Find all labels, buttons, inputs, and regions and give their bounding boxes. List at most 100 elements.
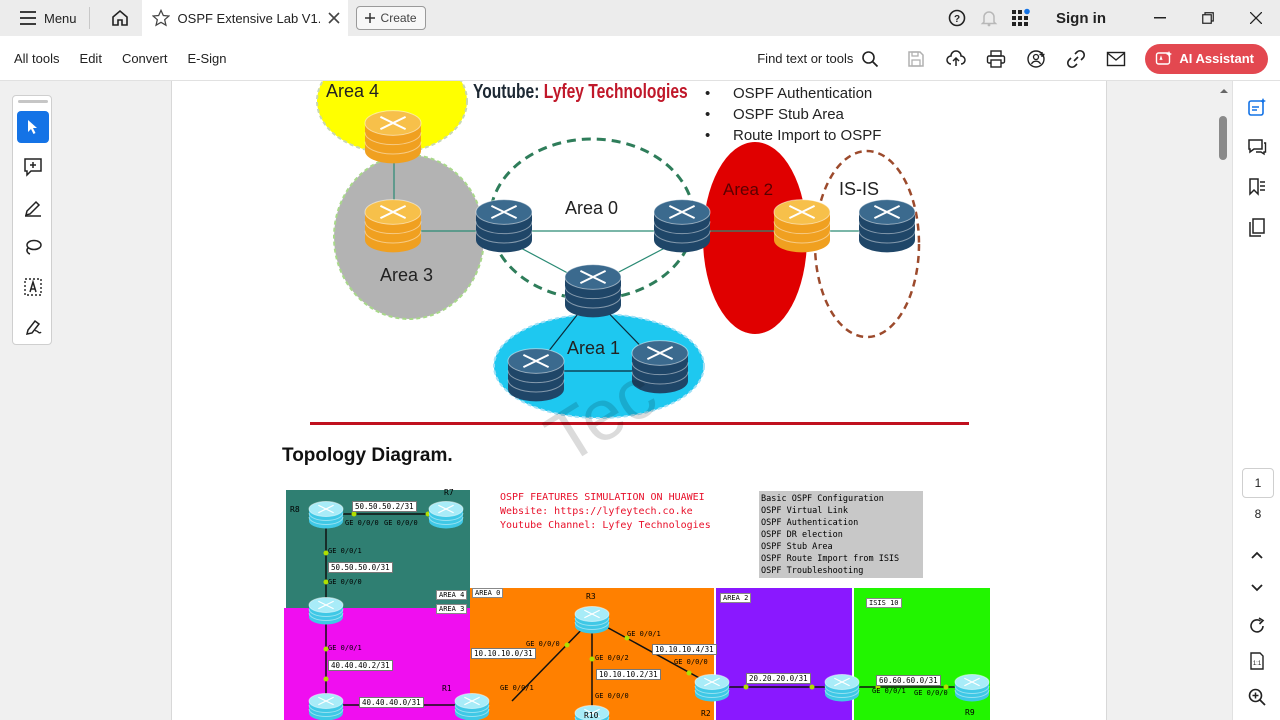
sign-in-link[interactable]: Sign in [1056, 9, 1106, 27]
fit-page-icon[interactable]: 1:1 [1245, 649, 1269, 673]
link-label-1: 50.50.50.2/31 [352, 501, 417, 512]
home-icon [111, 9, 128, 26]
router-icon-area4 [364, 110, 422, 164]
feature-item: Basic OSPF Configuration [761, 494, 884, 504]
convert-menu[interactable]: Convert [121, 50, 168, 66]
menu-button[interactable]: Menu [14, 4, 83, 32]
topo-router-r6 [824, 674, 860, 702]
help-icon[interactable]: ? [944, 5, 970, 31]
router-label-r1: R1 [442, 684, 452, 693]
bookmarks-icon[interactable] [1245, 175, 1269, 199]
link-label-6: 10.10.10.4/31 [652, 644, 717, 655]
search-icon[interactable] [861, 50, 879, 68]
star-icon[interactable] [151, 9, 170, 27]
close-window-button[interactable] [1232, 0, 1280, 36]
save-icon[interactable] [903, 46, 929, 72]
port-label: GE 0/0/1 [328, 547, 362, 555]
restore-icon [1202, 12, 1214, 24]
restore-button[interactable] [1184, 0, 1232, 36]
ai-assistant-button[interactable]: AI Assistant [1145, 43, 1268, 74]
link-label-2: 50.50.50.0/31 [328, 562, 393, 573]
ai-summary-icon[interactable] [1245, 95, 1269, 119]
feature-item: OSPF Troubleshooting [761, 566, 864, 576]
topo-router-r7 [428, 501, 464, 529]
text-tool[interactable] [17, 271, 49, 303]
minimize-button[interactable] [1136, 0, 1184, 36]
topo-router-r2 [694, 674, 730, 702]
comments-icon[interactable] [1245, 135, 1269, 159]
youtube-heading: Youtube: Lyfey Technologies [473, 81, 688, 104]
feature-item: OSPF Authentication [761, 518, 859, 528]
router-icon-abr-left [475, 199, 533, 253]
features-bullets: •OSPF Authentication •OSPF Stub Area •Ro… [705, 83, 881, 146]
text-box-icon [24, 278, 42, 296]
share-user-icon[interactable] [1023, 46, 1049, 72]
pages-icon[interactable] [1245, 215, 1269, 239]
router-icon-area1-left [507, 348, 565, 402]
area3-label: Area 3 [380, 265, 434, 285]
router-label-r2: R2 [701, 709, 711, 718]
rotate-icon[interactable] [1245, 614, 1269, 638]
topo-tag-isis: ISIS 10 [866, 598, 902, 608]
port-label: GE 0/0/0 [345, 519, 379, 527]
zoom-in-icon[interactable] [1245, 685, 1269, 709]
feature-item: OSPF Route Import from ISIS [761, 554, 900, 564]
ai-assistant-label: AI Assistant [1179, 51, 1254, 66]
upload-cloud-icon[interactable] [943, 46, 969, 72]
tab-title: OSPF Extensive Lab V1... [177, 10, 320, 26]
next-page-icon[interactable] [1245, 576, 1269, 600]
area1-label: Area 1 [567, 338, 621, 358]
router-label-r3: R3 [586, 592, 596, 601]
area0-label: Area 0 [565, 198, 619, 218]
link-icon[interactable] [1063, 46, 1089, 72]
topology-heading: Topology Diagram. [282, 445, 453, 466]
topo-tag-area4: AREA 4 [436, 590, 468, 600]
topo-tag-area2: AREA 2 [720, 593, 752, 603]
router-icon-area1-hub [564, 264, 622, 318]
router-label-r8: R8 [290, 505, 300, 514]
close-tab-icon[interactable] [327, 12, 340, 24]
email-icon[interactable] [1103, 46, 1129, 72]
apps-grid-icon[interactable] [1008, 5, 1034, 31]
port-label: GE 0/0/2 [595, 654, 629, 662]
scroll-up-icon[interactable] [1216, 85, 1232, 97]
scrollbar-thumb[interactable] [1219, 116, 1227, 160]
draw-tool[interactable] [17, 231, 49, 263]
area2-region [703, 142, 807, 334]
highlight-tool[interactable] [17, 191, 49, 223]
select-tool[interactable] [17, 111, 49, 143]
all-tools-menu[interactable]: All tools [14, 50, 60, 66]
vertical-scrollbar[interactable] [1216, 81, 1232, 720]
router-icon-area3 [364, 199, 422, 253]
comment-tool[interactable] [17, 151, 49, 183]
topo-router-r8 [308, 501, 344, 529]
current-page-input[interactable]: 1 [1242, 468, 1274, 498]
prev-page-icon[interactable] [1245, 543, 1269, 567]
drag-handle[interactable] [18, 100, 48, 103]
link-label-8: 20.20.20.0/31 [746, 673, 811, 684]
home-button[interactable] [106, 4, 134, 32]
quick-tools-panel [12, 95, 52, 345]
edit-menu[interactable]: Edit [79, 50, 102, 66]
port-label: GE 0/0/0 [674, 658, 708, 666]
port-label: GE 0/0/0 [595, 692, 629, 700]
minimize-icon [1154, 17, 1166, 19]
bell-icon[interactable] [976, 5, 1002, 31]
print-icon[interactable] [983, 46, 1009, 72]
section-divider [310, 422, 969, 425]
link-label-3: 40.40.40.2/31 [328, 660, 393, 671]
port-label: GE 0/0/1 [627, 630, 661, 638]
port-label: GE 0/0/0 [914, 689, 948, 697]
create-button[interactable]: Create [355, 6, 426, 30]
svg-text:1:1: 1:1 [1253, 661, 1262, 667]
sign-tool[interactable] [17, 311, 49, 343]
title-bar: Menu OSPF Extensive Lab V1... Create ? S… [0, 0, 1280, 36]
document-tab[interactable]: OSPF Extensive Lab V1... [141, 0, 348, 36]
link-label-4: 40.40.40.0/31 [359, 697, 424, 708]
find-text-button[interactable]: Find text or tools [757, 51, 854, 66]
esign-menu[interactable]: E-Sign [187, 50, 227, 66]
router-label-r10: R10 [584, 711, 599, 720]
port-label: GE 0/0/1 [872, 687, 906, 695]
feature-item: OSPF Virtual Link [761, 506, 848, 516]
feature-item: OSPF DR election [761, 530, 843, 540]
